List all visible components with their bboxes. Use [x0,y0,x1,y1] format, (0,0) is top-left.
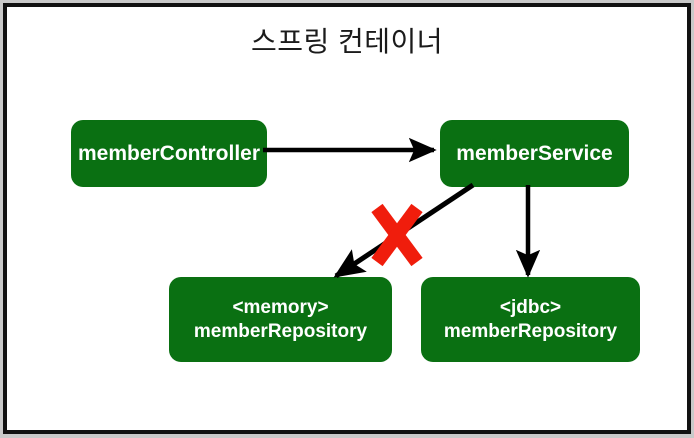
page-title: 스프링 컨테이너 [250,26,444,57]
bean-label: memberRepository [193,320,368,342]
bean-memory-member-repository[interactable]: <memory> memberRepository [169,277,392,362]
bean-label: memberService [456,141,613,165]
bean-stereotype: <jdbc> [499,297,562,319]
bean-stereotype: <memory> [232,297,329,319]
bean-member-service[interactable]: memberService [440,120,629,187]
bean-label: memberRepository [443,320,618,342]
disabled-connection-x-icon [371,203,423,267]
spring-container-frame: 스프링 컨테이너 memberController memberService … [3,3,691,434]
arrow-layer [263,137,541,279]
bean-jdbc-member-repository[interactable]: <jdbc> memberRepository [421,277,640,362]
bean-label: memberController [77,141,261,165]
bean-member-controller[interactable]: memberController [71,120,267,187]
